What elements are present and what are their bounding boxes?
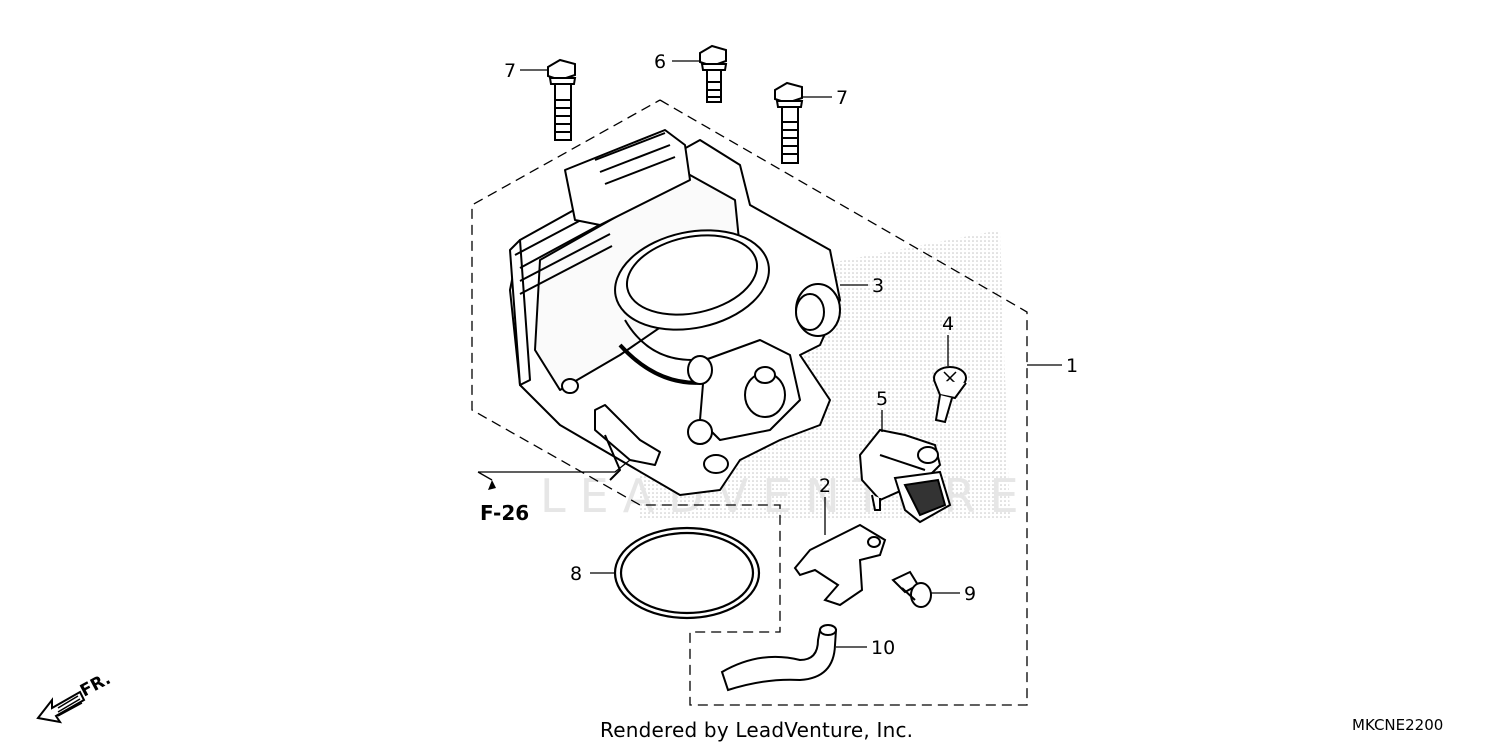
leader-lines	[520, 60, 1062, 648]
throttle-position-sensor[interactable]	[858, 428, 952, 524]
callout-labels: 7 6 7 3 1 4 5 2 8 9 10	[504, 51, 1078, 659]
bolt-7-left[interactable]	[547, 58, 577, 141]
callout-10[interactable]: 10	[871, 637, 895, 659]
footer-credit: Rendered by LeadVenture, Inc.	[600, 718, 914, 742]
callout-2[interactable]: 2	[819, 475, 831, 497]
screw-9[interactable]	[891, 570, 932, 608]
reference-f26[interactable]: F-26	[477, 459, 631, 525]
callout-5[interactable]: 5	[876, 388, 888, 410]
bolt-6[interactable]	[699, 44, 728, 103]
callout-4[interactable]: 4	[942, 313, 954, 335]
bolt-7-right[interactable]	[774, 81, 804, 164]
callout-1[interactable]: 1	[1066, 355, 1078, 377]
callout-3[interactable]: 3	[872, 275, 884, 297]
reference-label: F-26	[480, 501, 529, 525]
o-ring-8[interactable]	[613, 526, 761, 620]
callout-6[interactable]: 6	[654, 51, 666, 73]
callout-8[interactable]: 8	[570, 563, 582, 585]
front-direction-indicator: FR.	[36, 669, 114, 724]
hose-10[interactable]	[720, 624, 838, 692]
throttle-body[interactable]	[509, 129, 841, 496]
callout-7-left[interactable]: 7	[504, 60, 516, 82]
assembly-boundary	[471, 99, 1028, 706]
screw-4[interactable]	[933, 366, 967, 424]
bracket-2[interactable]	[793, 523, 887, 607]
callout-9[interactable]: 9	[964, 583, 976, 605]
diagram-code: MKCNE2200	[1352, 716, 1444, 734]
callout-7-right[interactable]: 7	[836, 87, 848, 109]
